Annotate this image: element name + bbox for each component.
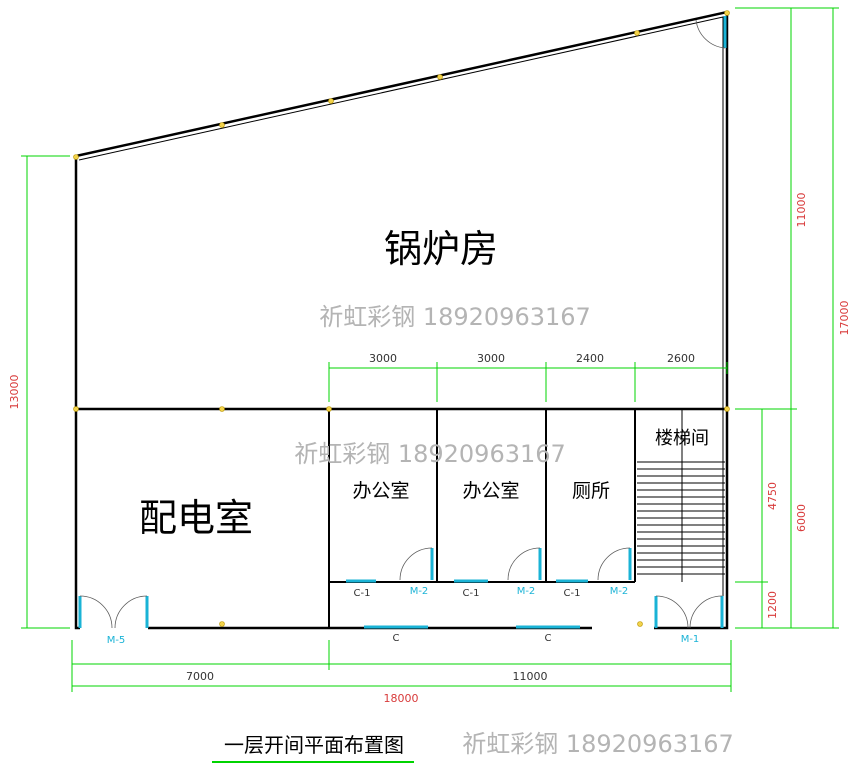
tag-entrance-door: M-1 [681, 634, 700, 645]
dim-text-top-3: 2400 [576, 352, 604, 365]
stairs [637, 409, 725, 582]
drawing-title: 一层开间平面布置图 [224, 733, 404, 757]
dim-text-bottom-right: 11000 [513, 670, 548, 683]
room-label-power: 配电室 [139, 496, 253, 540]
column-dot [73, 406, 79, 412]
column-dot [73, 154, 79, 160]
door-swing-m5-left [79, 595, 113, 629]
tag-toilet-window: C-1 [564, 588, 581, 599]
column-dot [724, 406, 730, 412]
column-dot [724, 10, 730, 16]
windows [78, 16, 727, 629]
tag-office-1-window: C-1 [354, 588, 371, 599]
dim-text-bottom-total: 18000 [384, 692, 419, 705]
watermark-bottom: 祈虹彩钢 18920963167 [462, 730, 734, 758]
tag-office-2-door: M-2 [517, 586, 536, 597]
door-swing-m1-right [689, 595, 723, 629]
room-label-boiler: 锅炉房 [384, 227, 498, 271]
dimension-lines [21, 7, 839, 763]
room-label-stairwell: 楼梯间 [655, 428, 709, 449]
column-dot [326, 406, 332, 412]
column-dot [437, 74, 443, 80]
column-dot [328, 98, 334, 104]
dim-text-right-inner-lower: 1200 [766, 591, 779, 619]
column-dot [219, 406, 225, 412]
tag-power-room-door: M-5 [107, 635, 126, 646]
outer-wall-inner-line [78, 16, 724, 624]
dim-text-top-4: 2600 [667, 352, 695, 365]
column-markers [73, 10, 730, 627]
door-swing-office-1 [399, 547, 433, 581]
column-dot [219, 621, 225, 627]
dim-text-bottom-left: 7000 [186, 670, 214, 683]
column-dot [634, 30, 640, 36]
dim-text-right-upper: 11000 [795, 193, 808, 228]
dim-text-left: 13000 [8, 375, 21, 410]
room-label-office-1: 办公室 [352, 480, 409, 502]
watermark-middle: 祈虹彩钢 18920963167 [294, 440, 566, 468]
tag-window-right: C [545, 633, 552, 644]
column-dot [637, 621, 643, 627]
door-swing-m1-left [655, 595, 689, 629]
room-label-office-2: 办公室 [462, 480, 519, 502]
dim-text-right-inner-upper: 4750 [766, 482, 779, 510]
tag-window-left: C [393, 633, 400, 644]
tag-office-2-window: C-1 [463, 588, 480, 599]
dim-text-right-total: 17000 [838, 301, 851, 336]
door-swing-toilet [597, 547, 631, 581]
door-swing-m5-right [114, 595, 148, 629]
dim-text-top-2: 3000 [477, 352, 505, 365]
column-dot [219, 122, 225, 128]
door-swings [79, 19, 726, 629]
room-label-toilet: 厕所 [572, 480, 610, 502]
door-swing-top [695, 19, 726, 49]
watermark-upper: 祈虹彩钢 18920963167 [319, 303, 591, 331]
tag-office-1-door: M-2 [410, 586, 429, 597]
dim-text-right-inner-total: 6000 [795, 504, 808, 532]
dim-text-top-1: 3000 [369, 352, 397, 365]
tag-toilet-door: M-2 [610, 586, 629, 597]
door-swing-office-2 [507, 547, 541, 581]
